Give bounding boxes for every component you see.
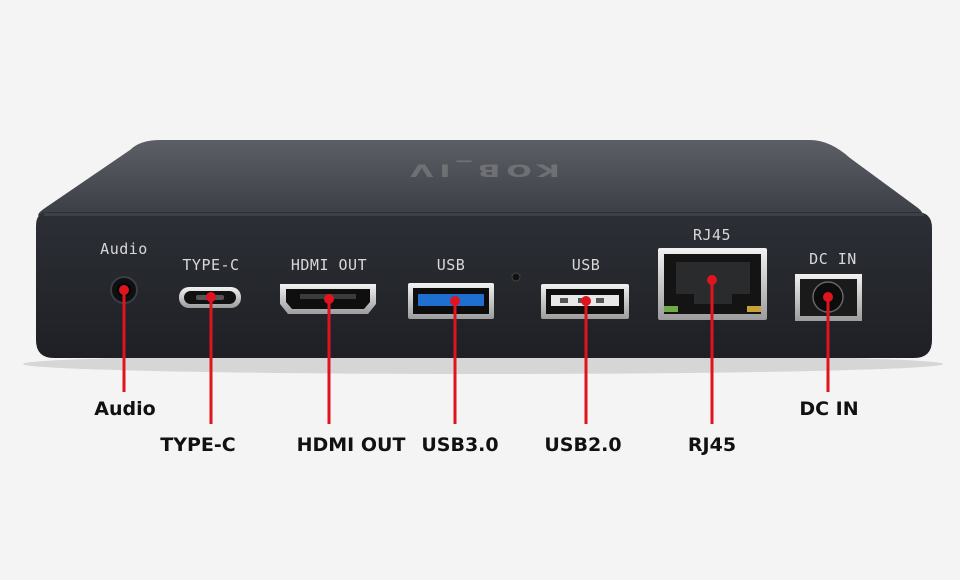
callout-lines <box>119 275 833 424</box>
callout-dc-in: DC IN <box>799 398 859 420</box>
callout-type-c: TYPE-C <box>160 434 236 456</box>
callout-hdmi: HDMI OUT <box>296 434 406 456</box>
brand-logo: KOB_IV <box>404 159 560 180</box>
port-label-rj45: RJ45 <box>692 226 732 244</box>
callout-usb2: USB2.0 <box>544 434 622 456</box>
port-label-audio: Audio <box>100 240 148 258</box>
port-label-type-c: TYPE-C <box>182 256 240 274</box>
device-front-highlight <box>44 213 924 216</box>
port-label-usb2: USB <box>571 256 601 274</box>
callout-rj45: RJ45 <box>687 434 737 456</box>
port-label-hdmi: HDMI OUT <box>290 256 368 274</box>
port-label-dc-in: DC IN <box>809 250 857 268</box>
port-label-usb3: USB <box>436 256 466 274</box>
device-top-face <box>38 140 923 218</box>
status-led <box>511 272 521 282</box>
callout-usb3: USB3.0 <box>421 434 499 456</box>
callout-audio: Audio <box>94 398 156 420</box>
